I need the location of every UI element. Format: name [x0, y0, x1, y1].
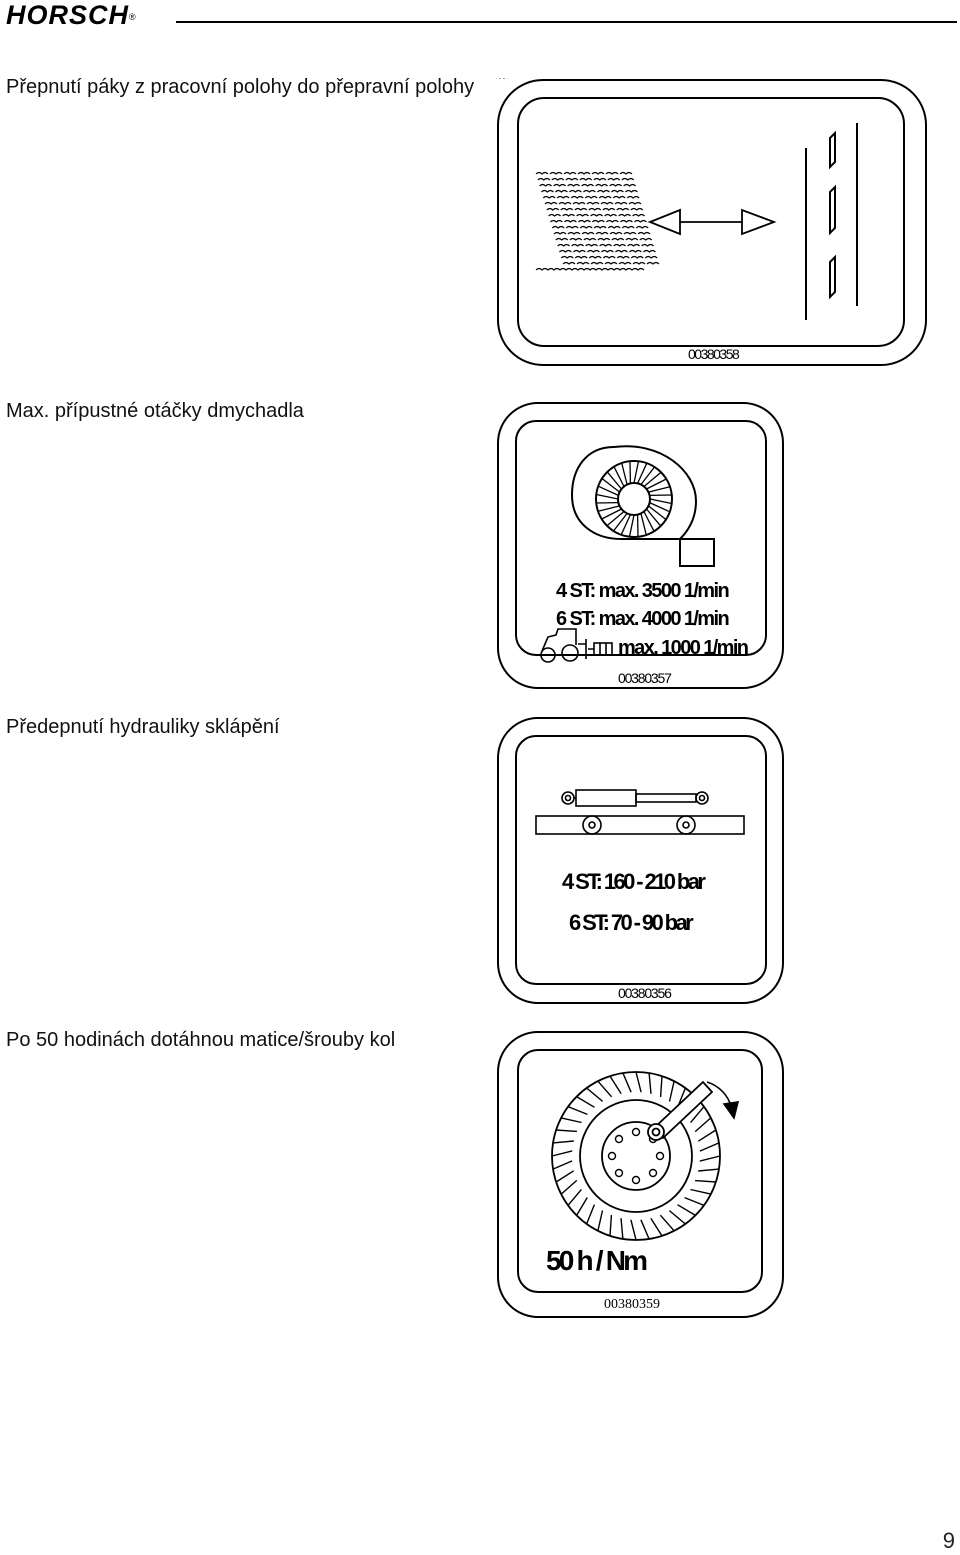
wrench-icon	[647, 1080, 714, 1141]
pressure-line-4st: 4 ST: 160 - 210 bar	[562, 869, 706, 894]
torque-arrow-icon	[706, 1081, 740, 1120]
caption-blower-speed: Max. přípustné otáčky dmychadla	[6, 400, 304, 422]
sticker-transport-position: 00380358	[496, 78, 930, 368]
spec-line-6st: 6 ST: max. 4000 1/min	[556, 608, 728, 630]
spec-line-pto: max. 1000 1/min	[618, 637, 748, 659]
double-arrow-icon	[647, 208, 777, 236]
caption-transport-position: Přepnutí páky z pracovní polohy do přepr…	[6, 76, 475, 98]
sticker-code: 00380358	[688, 346, 740, 362]
road-icon	[805, 123, 858, 320]
sticker-hydraulic-pressure: 4 ST: 160 - 210 bar 6 ST: 70 - 90 bar 00…	[496, 716, 786, 1006]
spec-line-4st: 4 ST: max. 3500 1/min	[556, 580, 728, 602]
sticker-code: 00380356	[618, 985, 672, 1001]
brand-name: HORSCH	[6, 0, 130, 30]
tractor-pto-icon	[540, 628, 613, 663]
header-rule	[176, 21, 957, 23]
sticker-code: 00380359	[604, 1297, 660, 1312]
caption-wheel-nuts: Po 50 hodinách dotáhnou matice/šrouby ko…	[6, 1029, 396, 1051]
sticker-blower-speed: 4 ST: max. 3500 1/min 6 ST: max. 4000 1/…	[496, 401, 786, 691]
sticker-code: 00380357	[618, 670, 672, 686]
blower-icon	[570, 445, 715, 567]
caption-hydraulic-pressure: Předepnutí hydrauliky sklápění	[6, 716, 280, 738]
page-number: 9	[942, 1528, 955, 1553]
frame-icon	[535, 815, 745, 835]
pressure-line-6st: 6 ST: 70 - 90 bar	[569, 910, 694, 935]
hydraulic-cylinder-icon	[561, 789, 709, 807]
sticker-wheel-nuts: 50 h / Nm 00380359	[496, 1030, 786, 1320]
registered-mark: ®	[129, 12, 137, 22]
horsch-logo: HORSCH®	[6, 0, 137, 30]
wheel-icon	[551, 1071, 721, 1241]
interval-label: 50 h / Nm	[546, 1245, 647, 1276]
